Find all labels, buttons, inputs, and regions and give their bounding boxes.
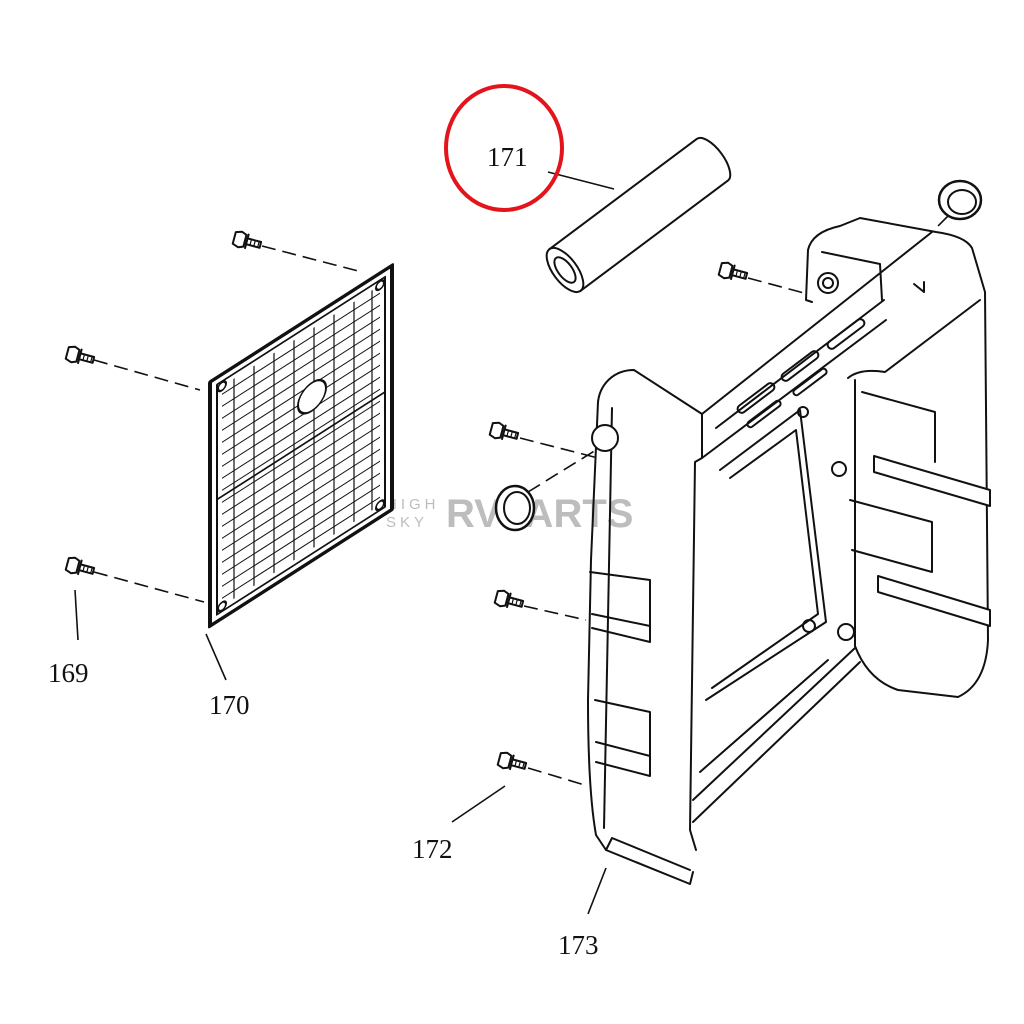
screw: [64, 345, 96, 365]
assembly-line: [527, 449, 597, 493]
housing-part-173: [587, 217, 991, 885]
leader-lines: [74, 171, 615, 915]
leader-line-171: [547, 171, 615, 190]
leader-line-170: [205, 633, 227, 681]
leader-line-172: [451, 785, 506, 823]
tube-part-171: [545, 136, 732, 294]
leader-line-169: [74, 589, 79, 641]
grommet-top: [937, 179, 983, 221]
assembly-line: [527, 767, 589, 787]
assembly-line: [93, 359, 201, 391]
assembly-line: [747, 277, 805, 294]
highlight-circle: [444, 84, 564, 212]
assembly-lines: [93, 215, 949, 787]
watermark: HIGH SKY RVPARTS: [386, 492, 633, 536]
grommet-middle: [494, 484, 536, 532]
screw: [496, 751, 528, 771]
assembly-line: [519, 437, 599, 459]
assembly-line: [261, 245, 363, 273]
label-172: 172: [412, 834, 453, 864]
leader-line-173: [587, 867, 607, 915]
screw: [717, 261, 749, 281]
label-171: 171: [487, 142, 528, 172]
screw: [488, 421, 520, 441]
label-170: 170: [209, 690, 250, 720]
assembly-line: [523, 605, 587, 621]
screw: [493, 589, 525, 609]
screw: [231, 230, 263, 250]
watermark-line1: HIGH: [386, 496, 440, 513]
assembly-line: [931, 215, 949, 233]
assembly-line: [93, 571, 205, 603]
watermark-brand: RVPARTS: [446, 492, 633, 536]
screw: [64, 556, 96, 576]
watermark-line2: SKY: [386, 514, 428, 531]
label-169: 169: [48, 658, 89, 688]
grille-panel-part-170: [208, 263, 394, 629]
label-173: 173: [558, 930, 599, 960]
